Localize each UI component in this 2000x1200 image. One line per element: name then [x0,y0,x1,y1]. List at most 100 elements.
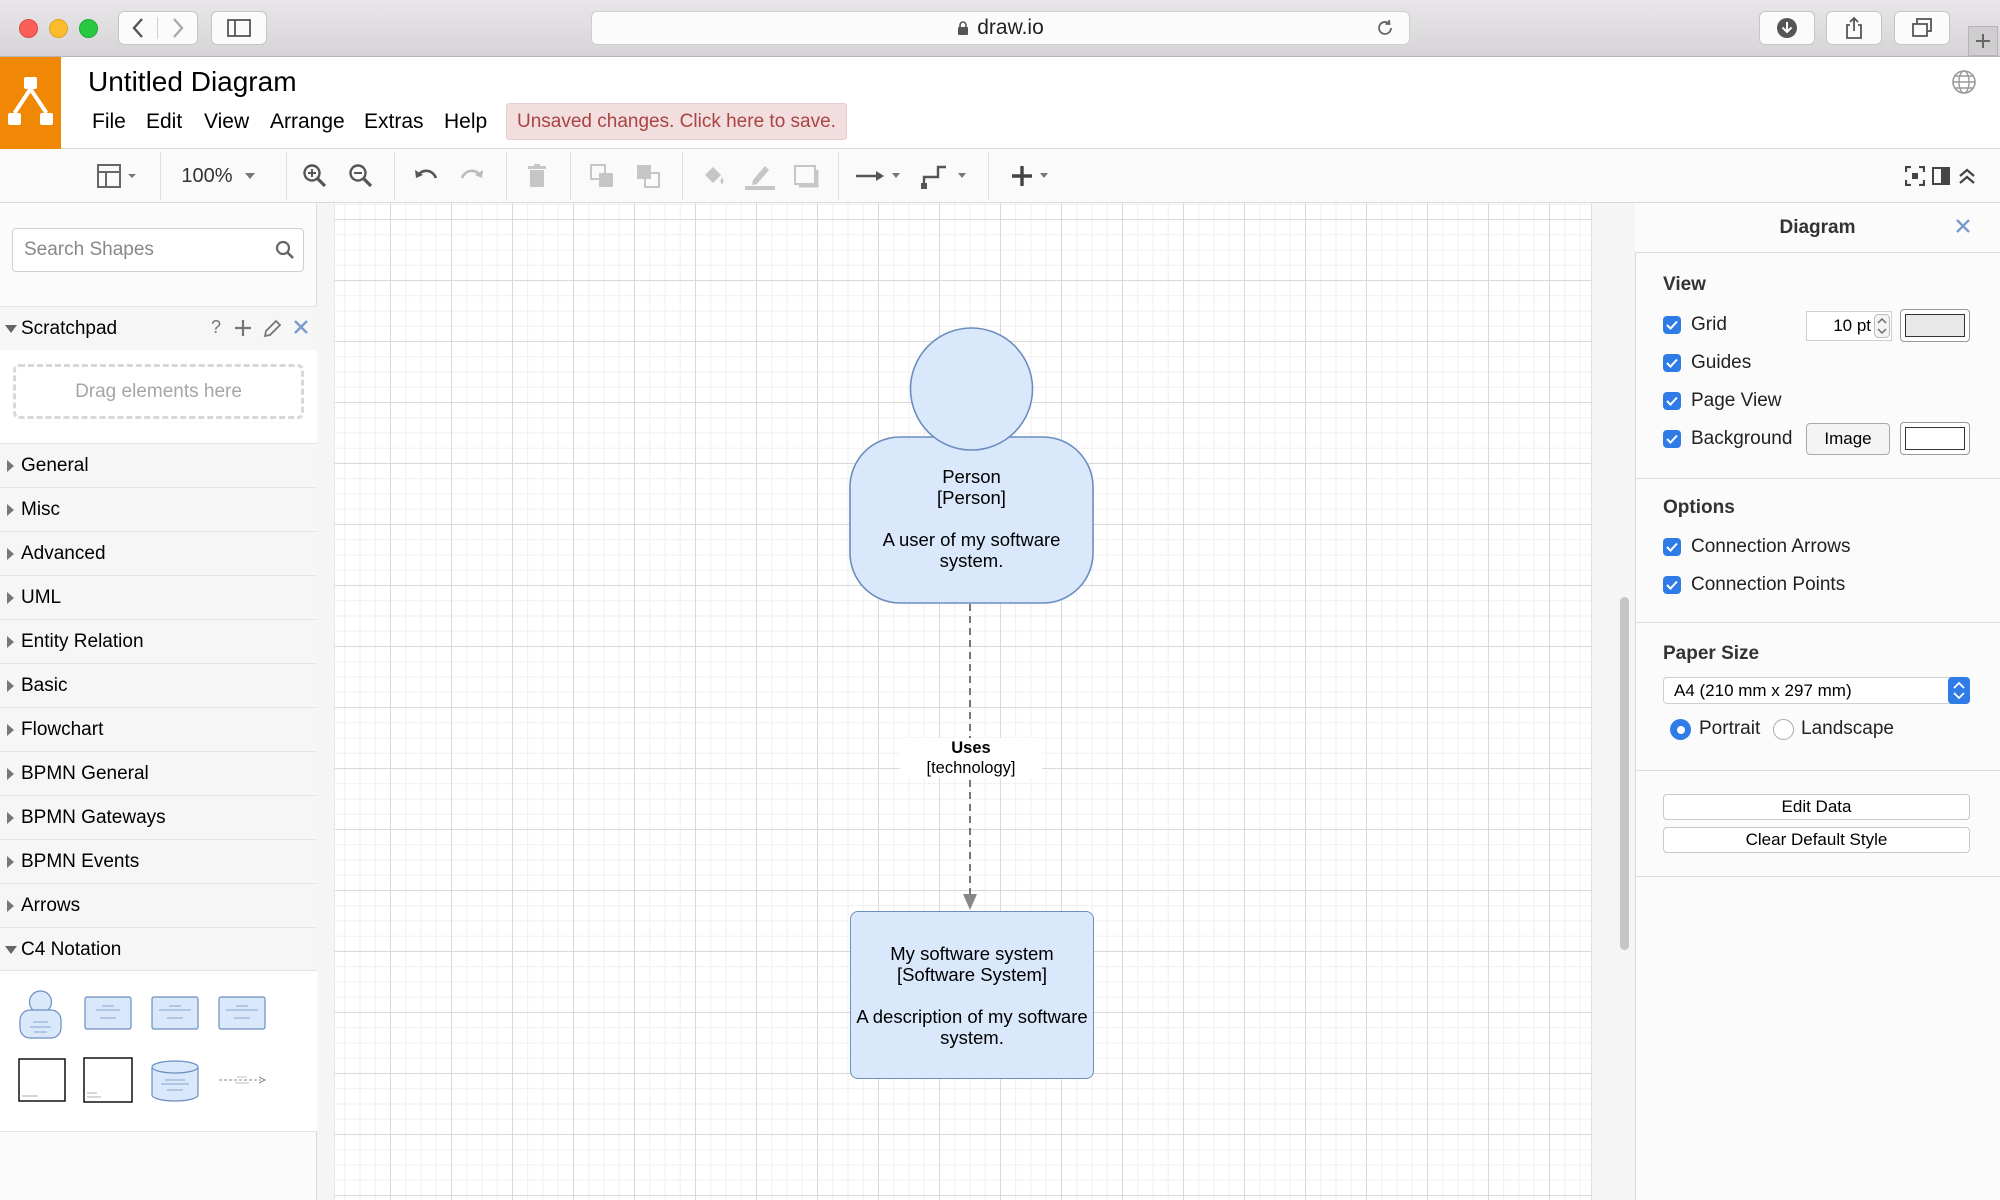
software-system-shape[interactable] [850,911,1094,1079]
scratchpad-add-icon[interactable] [234,319,252,337]
redo-button[interactable] [454,156,490,196]
delete-button[interactable] [520,156,554,196]
menu-file[interactable]: File [92,110,126,133]
connection-arrows-checkbox[interactable] [1663,538,1681,556]
stepper-arrows-icon[interactable] [1874,314,1890,338]
c4-container-shape[interactable] [151,996,199,1030]
section-label: Entity Relation [21,630,144,652]
sidebar-section-bpmn-events[interactable]: BPMN Events [0,839,317,883]
c4-relationship-shape[interactable] [217,1074,267,1086]
reload-icon[interactable] [1375,18,1395,38]
c4-blank-box-shape[interactable] [18,1058,66,1102]
format-panel-toggle[interactable] [90,156,146,196]
landscape-radio[interactable] [1773,719,1794,740]
line-color-button[interactable] [742,156,778,196]
sidebar-section-bpmn-gateways[interactable]: BPMN Gateways [0,795,317,839]
toolbar-separator [988,152,989,200]
sidebar-section-c4-notation[interactable]: C4 Notation [0,927,317,971]
panel-divider [1635,876,2000,877]
share-button[interactable] [1826,11,1882,45]
scratchpad-edit-icon[interactable] [262,319,282,339]
scratchpad-drop-zone[interactable]: Drag elements here [13,364,304,419]
undo-icon [413,166,439,186]
paper-size-heading: Paper Size [1663,643,1760,664]
grid-checkbox[interactable] [1663,316,1681,334]
sidebar-section-entity-relation[interactable]: Entity Relation [0,619,317,663]
shadow-button[interactable] [788,156,824,196]
sidebar-section-flowchart[interactable]: Flowchart [0,707,317,751]
grid-size-input[interactable]: 10 pt [1806,311,1892,341]
menu-view[interactable]: View [204,110,250,133]
search-icon[interactable] [275,240,295,260]
connection-points-checkbox[interactable] [1663,576,1681,594]
sidebar-section-basic[interactable]: Basic [0,663,317,707]
background-color-swatch[interactable] [1900,422,1970,455]
share-icon [1844,16,1864,40]
sidebar-section-uml[interactable]: UML [0,575,317,619]
portrait-radio[interactable] [1670,719,1691,740]
search-shapes-input[interactable]: Search Shapes [12,228,304,272]
background-image-button[interactable]: Image [1806,423,1890,455]
page-view-checkbox[interactable] [1663,392,1681,410]
scratchpad-help-icon[interactable]: ? [211,317,222,337]
unsaved-changes-notice[interactable]: Unsaved changes. Click here to save. [506,103,847,140]
to-back-button[interactable] [630,156,666,196]
view-section-heading: View [1663,274,1706,295]
document-title[interactable]: Untitled Diagram [88,66,297,97]
c4-software-system-shape[interactable] [84,996,132,1030]
c4-component-shape[interactable] [218,996,266,1030]
paper-size-select[interactable]: A4 (210 mm x 297 mm) [1663,677,1970,704]
back-arrow-icon[interactable] [119,17,159,39]
toggle-format-panel-button[interactable] [1928,156,1954,196]
c4-boundary-shape[interactable] [83,1057,133,1103]
waypoints-button[interactable] [918,156,972,196]
panel-divider [1635,770,2000,771]
triangle-right-icon [0,635,21,648]
zoom-select[interactable]: 100% [172,156,264,196]
fill-color-button[interactable] [696,156,732,196]
plus-icon [1010,164,1054,188]
sidebar-section-scratchpad[interactable]: Scratchpad ? [0,306,317,350]
scratchpad-close-icon[interactable] [293,319,309,335]
person-shape[interactable] [848,326,1096,606]
zoom-out-button[interactable] [344,156,378,196]
vertical-scrollbar[interactable] [1620,597,1629,950]
section-label: BPMN Gateways [21,806,166,828]
menu-extras[interactable]: Extras [364,110,424,133]
sidebar-section-misc[interactable]: Misc [0,487,317,531]
language-globe-icon[interactable] [1951,69,1977,95]
collapse-toolbar-button[interactable] [1954,156,1980,196]
uses-relationship-edge[interactable] [960,604,980,912]
sidebar-section-arrows[interactable]: Arrows [0,883,317,927]
c4-person-shape[interactable] [18,990,63,1040]
menu-edit[interactable]: Edit [146,110,183,133]
url-bar[interactable]: draw.io [591,11,1410,45]
zoom-in-button[interactable] [298,156,332,196]
edit-data-button[interactable]: Edit Data [1663,794,1970,820]
insert-button[interactable] [1004,156,1060,196]
minimize-window-button[interactable] [49,19,68,38]
tabs-overview-button[interactable] [1894,11,1950,45]
close-window-button[interactable] [19,19,38,38]
forward-arrow-icon[interactable] [158,17,197,39]
fullscreen-button[interactable] [1902,156,1928,196]
connection-style-button[interactable] [852,156,906,196]
c4-database-shape[interactable] [151,1060,199,1102]
menu-arrange[interactable]: Arrange [270,110,345,133]
menu-help[interactable]: Help [444,110,488,133]
to-front-button[interactable] [584,156,620,196]
sidebar-section-general[interactable]: General [0,443,317,487]
clear-default-style-button[interactable]: Clear Default Style [1663,827,1970,853]
grid-color-swatch[interactable] [1900,309,1970,342]
guides-checkbox[interactable] [1663,354,1681,372]
downloads-button[interactable] [1759,11,1815,45]
close-panel-icon[interactable] [1955,218,1971,234]
toolbar-separator [160,152,161,200]
background-checkbox[interactable] [1663,430,1681,448]
new-tab-button[interactable] [1968,26,1998,56]
sidebar-section-bpmn-general[interactable]: BPMN General [0,751,317,795]
sidebar-toggle-button[interactable] [211,11,267,45]
maximize-window-button[interactable] [79,19,98,38]
undo-button[interactable] [408,156,444,196]
sidebar-section-advanced[interactable]: Advanced [0,531,317,575]
